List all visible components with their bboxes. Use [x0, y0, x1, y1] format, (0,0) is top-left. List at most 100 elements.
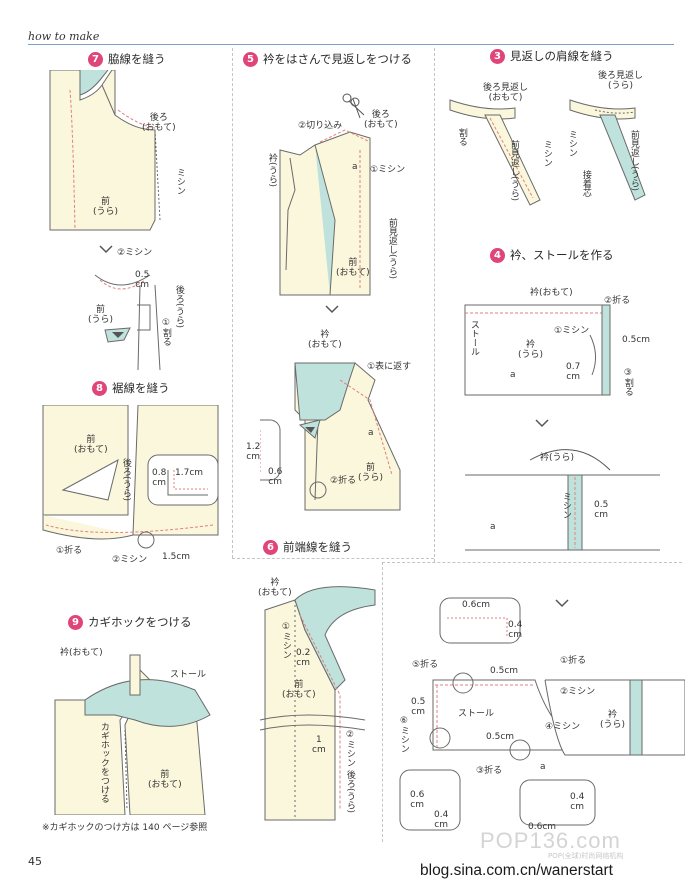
step-7-illustration — [49, 70, 161, 370]
label-ushiro-omote: 後ろ(おもて) — [142, 113, 176, 134]
label-mishin-v: ミシン — [541, 140, 552, 167]
label-mae-ura-2: 前(うら) — [88, 305, 114, 326]
label-mishin-2b: ②ミシン — [112, 555, 148, 565]
label-mishin-1: ①ミシン — [370, 165, 406, 175]
label-waru: 割る — [456, 128, 467, 146]
label-kirikomi: ②切り込み — [298, 121, 343, 131]
step-8-illustration — [42, 405, 219, 549]
step-9-illustration — [54, 654, 211, 815]
step-number: 9 — [68, 614, 83, 630]
step-number: 6 — [263, 539, 278, 555]
label-ushiro-ura-6: 後ろ(うら) — [344, 770, 355, 814]
label-mae-mikaeshi-ura-2: 前見返し(うら) — [508, 140, 519, 202]
label-waru-3: ③割る — [622, 368, 633, 396]
page-number: 45 — [28, 855, 42, 868]
step-title: 見返しの肩線を縫う — [510, 49, 614, 63]
label-mae-mikaeshi-ura: 前見返し(うら) — [386, 218, 397, 280]
label-ushiro-mikaeshi-2: 後ろ見返し(うら) — [598, 71, 644, 92]
label-ushiro-ura-8: 後ろ(うら) — [120, 458, 131, 502]
step-9-heading: 9 カギホックをつける — [68, 614, 192, 630]
step-number: 4 — [490, 247, 505, 263]
label-0-5cm-b: 0.5cm — [622, 335, 651, 345]
label-mishin-6: ⑥ミシン — [398, 716, 409, 753]
label-0-6cm-b: 0.6cm — [462, 600, 491, 610]
label-ushiro-ura: 後ろ(うら) — [173, 285, 184, 329]
label-mishin: ミシン — [174, 168, 185, 195]
label-ori-5: ⑤折る — [412, 660, 439, 670]
section-divider — [232, 558, 434, 559]
label-ori-3: ③折る — [476, 766, 503, 776]
step-3-heading: 3 見返しの肩線を縫う — [490, 48, 614, 64]
step-title: カギホックをつける — [88, 615, 192, 629]
step-5-illustration — [260, 93, 401, 511]
section-divider — [382, 562, 682, 563]
step-5-heading: 5 衿をはさんで見返しをつける — [243, 51, 412, 67]
label-ushiro-mikaeshi: 後ろ見返し(おもて) — [483, 83, 529, 104]
column-divider — [382, 562, 383, 842]
label-1-5cm: 1.5cm — [162, 552, 191, 562]
column-divider — [434, 48, 435, 562]
label-mae-omote: 前(おもて) — [336, 258, 370, 279]
label-mae-mikaeshi-ura-3: 前見返し(うら) — [628, 130, 639, 192]
label-mishin-3: ミシン — [566, 130, 577, 157]
label-waru-1: ①割る — [160, 318, 171, 346]
label-ori-2: ②折る — [604, 296, 631, 306]
label-stole-9: ストール — [170, 670, 207, 680]
label-a: a — [352, 162, 358, 172]
step-6-heading: 6 前端線を縫う — [263, 539, 352, 555]
page-header-title: how to make — [28, 30, 100, 43]
label-mae-omote-8: 前(おもて) — [74, 435, 108, 456]
step-title: 脇線を縫う — [108, 52, 166, 66]
step-title: 衿をはさんで見返しをつける — [263, 52, 412, 66]
step-4-illustration — [464, 304, 660, 551]
label-eri-omote: 衿(おもて) — [530, 288, 573, 298]
step-number: 3 — [490, 48, 505, 64]
label-mishin-1b: ①ミシン — [554, 326, 590, 336]
step-3-illustration — [449, 99, 646, 206]
step-number: 8 — [92, 380, 107, 396]
label-mishin-t: ミシン — [560, 492, 571, 519]
label-mishin-2: ②ミシン — [117, 248, 153, 258]
label-eri-ura-2: 衿(うら) — [518, 340, 544, 361]
label-mishin-4: ④ミシン — [545, 722, 581, 732]
step-4-heading: 4 衿、ストールを作る — [490, 247, 614, 263]
label-settchakushin: 接着芯 — [580, 170, 591, 197]
label-a-4b: a — [490, 522, 496, 532]
label-mishin-1c: ①ミシン — [280, 622, 291, 659]
label-mae-ura-5: 前(うら) — [358, 463, 384, 484]
label-eri-ura-t: 衿(うら) — [540, 453, 575, 463]
label-stole-2: ストール — [458, 709, 495, 719]
label-kagi-hook: カギホックをつける — [98, 722, 109, 803]
label-mae-omote-9: 前(おもて) — [148, 770, 182, 791]
label-0-5cm-e: 0.5cm — [486, 732, 515, 742]
label-1-7cm: 1.7cm — [175, 468, 204, 478]
brand-watermark-sub: POP(全球)时尚网络机构 — [548, 852, 624, 860]
step-number: 7 — [88, 51, 103, 67]
label-0-5cm-d: 0.5cm — [490, 666, 519, 676]
column-divider — [232, 48, 233, 558]
label-mae-ura: 前(うら) — [93, 197, 119, 218]
step-7-heading: 7 脇線を縫う — [88, 51, 166, 67]
step-title: 前端線を縫う — [283, 540, 352, 554]
step-title: 衿、ストールを作る — [510, 248, 614, 262]
label-a-3: a — [540, 762, 546, 772]
label-eri-ura-3: 衿(うら) — [600, 710, 626, 731]
label-ori-1b: ①折る — [560, 656, 587, 666]
label-0-6cm-d: 0.6cm — [528, 822, 557, 832]
step-6-illustration — [259, 586, 376, 821]
step-8-heading: 8 裾線を縫う — [92, 380, 170, 396]
label-ori-2: ②折る — [330, 476, 357, 486]
label-mishin-2d: ②ミシン — [560, 687, 596, 697]
step-title: 裾線を縫う — [112, 381, 170, 395]
label-stole: ストール — [468, 320, 479, 356]
label-ori-1: ①折る — [56, 546, 83, 556]
